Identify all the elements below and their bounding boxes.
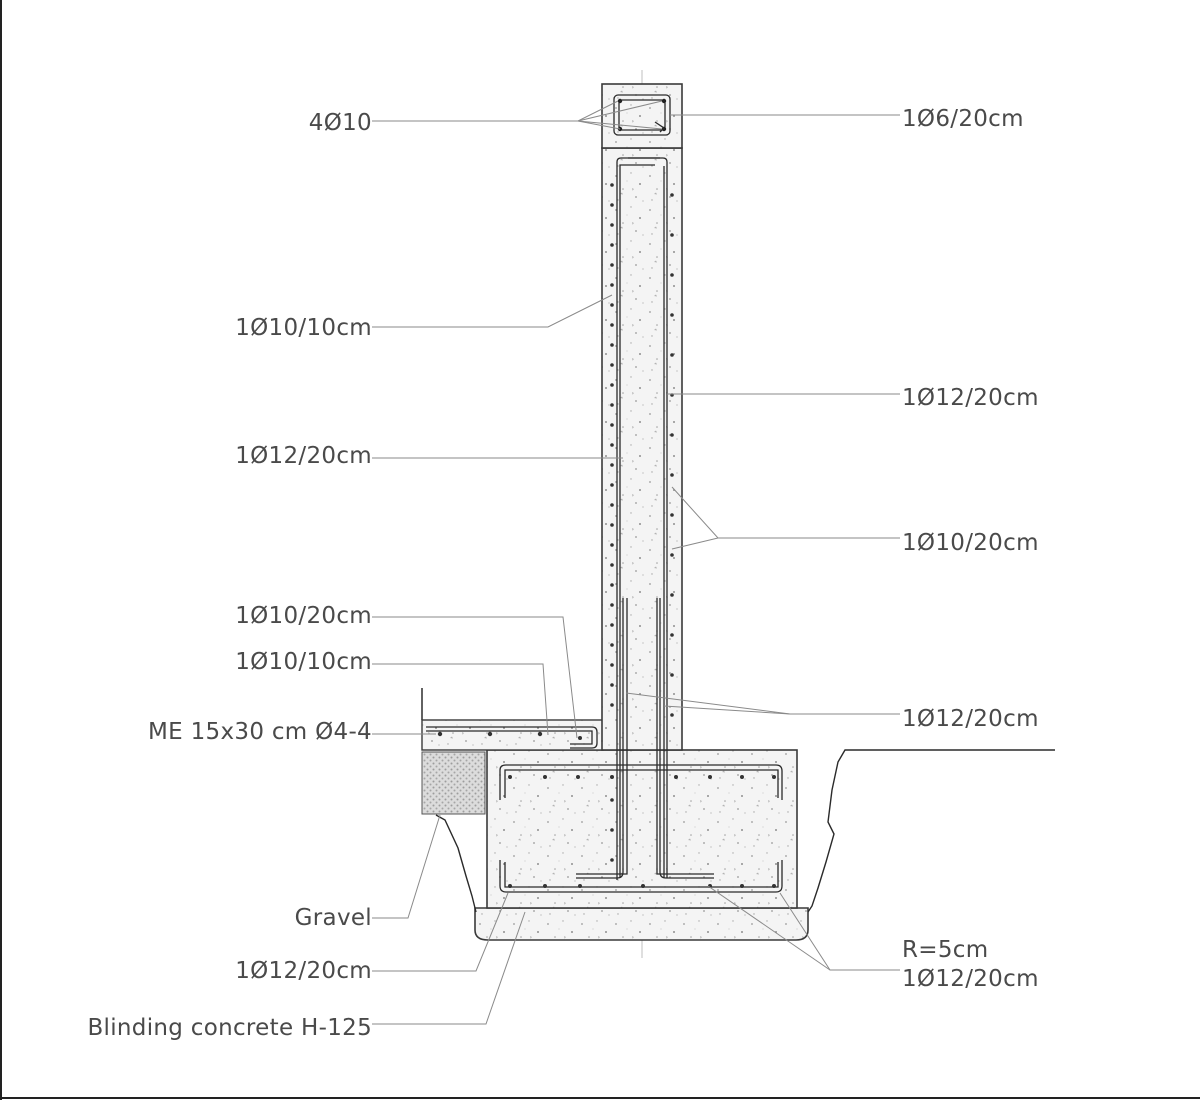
label-mesh: ME 15x30 cm Ø4-4	[148, 719, 372, 745]
wall-main-bar-right	[628, 157, 668, 878]
footing-distribution-bars	[508, 775, 776, 888]
label-blinding: Blinding concrete H-125	[87, 1015, 372, 1041]
label-footing-bars: 1Ø12/20cm	[902, 966, 1039, 992]
label-stirrup: 1Ø6/20cm	[902, 106, 1024, 132]
label-gravel: Gravel	[295, 905, 372, 931]
label-top-bars: 4Ø10	[309, 110, 372, 136]
label-wall-left-dist: 1Ø10/10cm	[235, 315, 372, 341]
label-footing-bottom: 1Ø12/20cm	[235, 958, 372, 984]
wall-main-bar-left	[616, 157, 660, 880]
slab-top-bar	[426, 726, 598, 749]
label-wall-right-dist: 1Ø10/20cm	[902, 530, 1039, 556]
footing	[486, 749, 798, 909]
leader-lines	[372, 100, 900, 1025]
top-bar	[661, 98, 667, 104]
label-starter-bars: 1Ø12/20cm	[902, 706, 1039, 732]
footing-top-bar	[499, 764, 783, 800]
label-wall-right-main: 1Ø12/20cm	[902, 385, 1039, 411]
top-bar	[617, 98, 623, 104]
footing-bottom-bar	[499, 860, 783, 893]
label-wall-left-main: 1Ø12/20cm	[235, 443, 372, 469]
slab-mesh-bars	[437, 731, 582, 740]
label-slab-top-bar: 1Ø10/20cm	[235, 603, 372, 629]
ground-line-right	[807, 749, 1055, 913]
wall-stem	[601, 147, 683, 751]
starter-bar-right	[659, 598, 714, 879]
blinding-concrete-layer	[474, 907, 809, 941]
label-bend-radius: R=5cm	[902, 937, 988, 963]
starter-bar-left	[576, 598, 624, 879]
ground-line-left	[435, 814, 477, 913]
gravel-fill	[421, 751, 486, 815]
label-slab-bottom-bar: 1Ø10/10cm	[235, 649, 372, 675]
